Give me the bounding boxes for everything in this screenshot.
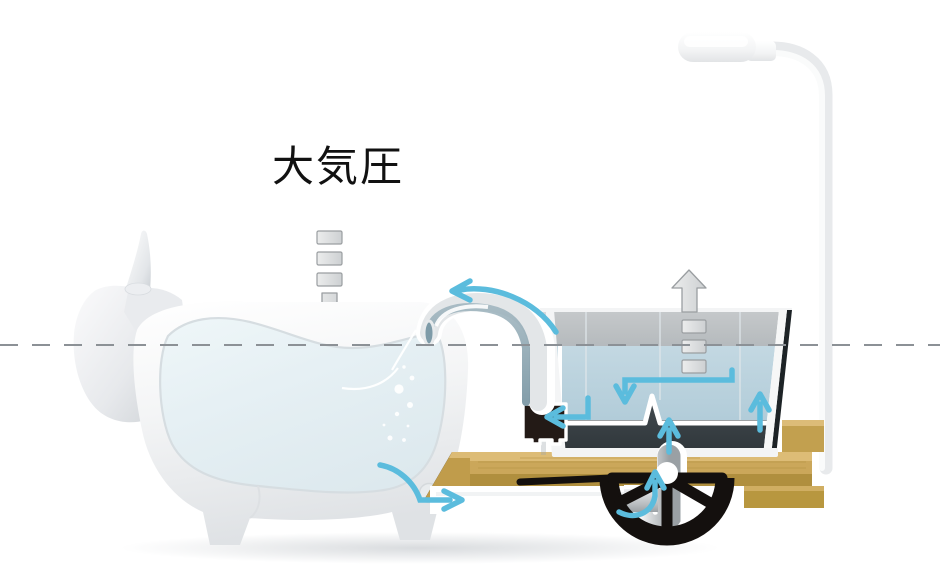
- ground-shadow: [120, 532, 720, 564]
- flow-arrow-cow-outlet: [377, 462, 465, 512]
- tank-pressure-up-arrow: [671, 269, 707, 374]
- flow-arrow-tank-top-left: [613, 367, 735, 405]
- flow-arrow-into-pump: [544, 395, 591, 429]
- flow-arrow-pipe-bend: [616, 469, 667, 519]
- tank-air-space: [545, 312, 790, 346]
- flow-arrow-spout-to-cow: [449, 278, 559, 335]
- led-desk-lamp: [678, 32, 833, 475]
- cow-stomach-cavity: [159, 316, 447, 494]
- cow: [73, 230, 469, 545]
- curved-return-spout: [416, 286, 555, 415]
- stomach-bubbles: [382, 365, 415, 442]
- page-title: 大気圧: [272, 142, 405, 191]
- flow-arrow-riser-up: [657, 417, 681, 455]
- flow-arrows: [377, 278, 772, 519]
- flow-arrow-tank-right-up: [748, 391, 772, 433]
- cow-horn: [126, 230, 151, 294]
